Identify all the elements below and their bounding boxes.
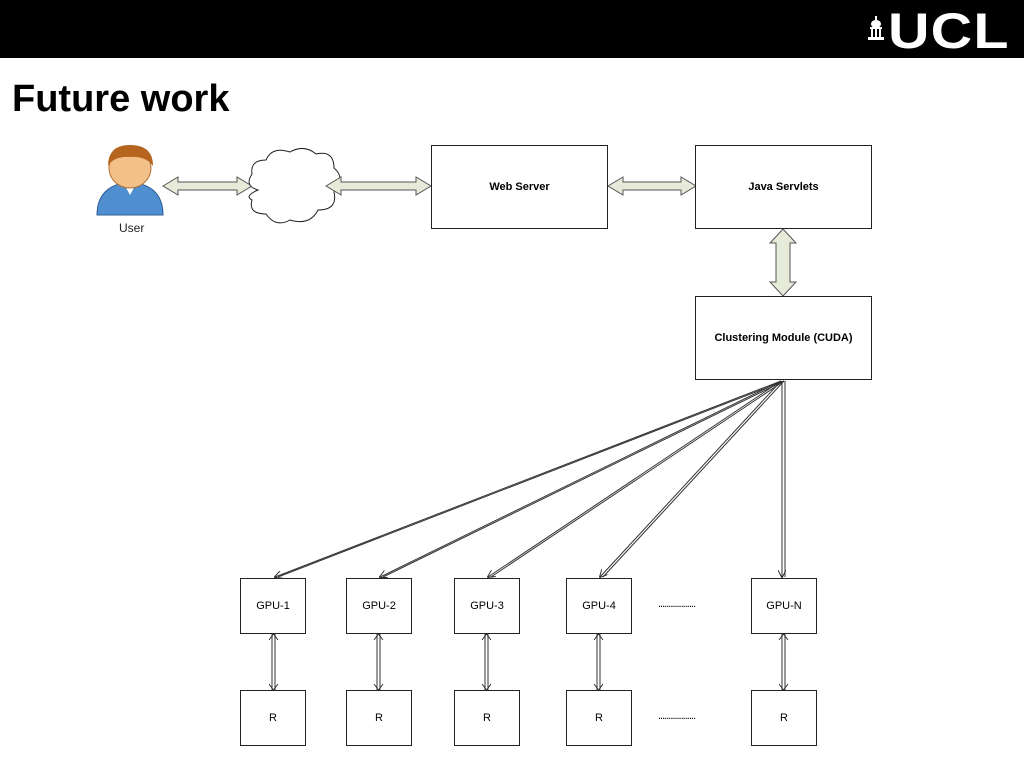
slide-title: Future work: [12, 78, 230, 120]
connector-gpu-2: [380, 380, 782, 577]
gpu-box-2: GPU-2: [346, 578, 412, 634]
user-label: User: [119, 221, 145, 235]
logo-text: UCL: [888, 3, 1010, 59]
connector-gpu2-r: [373, 633, 384, 691]
double-arrow-webserver-servlets: [607, 176, 697, 196]
gpu-label: GPU-3: [470, 600, 504, 612]
double-arrow-cloud-webserver: [325, 176, 432, 196]
result-label: R: [269, 712, 277, 724]
clustering-to-gpu-connectors: [275, 380, 785, 577]
clustering-module-box: Clustering Module (CUDA): [695, 296, 872, 380]
double-arrow-user-cloud: [162, 176, 253, 196]
connector-gpu-4: [600, 380, 782, 577]
result-box-1: R: [240, 690, 306, 746]
web-server-label: Web Server: [489, 181, 550, 193]
ucl-logo: UCL: [868, 6, 1009, 56]
gpu-to-result-connectors: [268, 633, 789, 691]
double-arrow-servlets-clustering: [768, 228, 798, 297]
connector-gpu3-r: [481, 633, 492, 691]
result-box-3: R: [454, 690, 520, 746]
connector-gpu1-r: [268, 633, 279, 691]
result-box-n: R: [751, 690, 817, 746]
connector-gpu-3: [488, 380, 782, 577]
result-label: R: [483, 712, 491, 724]
connector-gpu4-r: [593, 633, 604, 691]
result-box-4: R: [566, 690, 632, 746]
gpu-box-1: GPU-1: [240, 578, 306, 634]
gpu-box-n: GPU-N: [751, 578, 817, 634]
gpu-label: GPU-4: [582, 600, 616, 612]
connector-gpu-1: [275, 380, 782, 577]
result-box-2: R: [346, 690, 412, 746]
result-label: R: [595, 712, 603, 724]
result-label: R: [780, 712, 788, 724]
gpu-box-3: GPU-3: [454, 578, 520, 634]
result-label: R: [375, 712, 383, 724]
ucl-portico-icon: [868, 16, 885, 40]
connector-gpun-r: [778, 633, 789, 691]
gpu-label: GPU-1: [256, 600, 290, 612]
header-bar: UCL: [0, 0, 1024, 58]
gpu-label: GPU-N: [766, 600, 802, 612]
java-servlets-box: Java Servlets: [695, 145, 872, 229]
web-server-box: Web Server: [431, 145, 608, 229]
gpu-label: GPU-2: [362, 600, 396, 612]
gpu-box-4: GPU-4: [566, 578, 632, 634]
clustering-module-label: Clustering Module (CUDA): [714, 332, 853, 344]
java-servlets-label: Java Servlets: [748, 181, 819, 193]
user-person-icon: [96, 145, 164, 216]
result-ellipsis: ..................: [658, 710, 696, 722]
gpu-ellipsis: ..................: [658, 598, 696, 610]
